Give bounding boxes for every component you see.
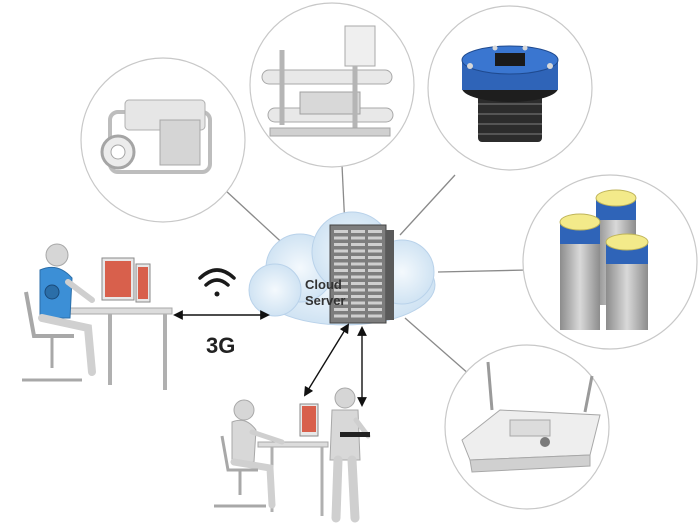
- server-rack-icon: [329, 224, 394, 324]
- rack-slot: [351, 301, 365, 305]
- rack-slot: [334, 256, 348, 259]
- rack-slot: [351, 275, 365, 279]
- rack-slot: [351, 269, 365, 272]
- rack-slot: [351, 288, 365, 292]
- rack-slot: [334, 308, 348, 311]
- connector-cylinders: [437, 269, 529, 273]
- rack-slot: [368, 269, 382, 272]
- rack-slot: [351, 256, 365, 259]
- rack-slot: [368, 301, 382, 305]
- cloud-label-line2: Server: [305, 293, 345, 308]
- rack-slot: [351, 262, 365, 266]
- device-cylinder-sensors[interactable]: [522, 174, 698, 350]
- rack-slot: [334, 301, 348, 305]
- tablet-user-icon: [329, 387, 371, 523]
- cylinder-sensors-icon: [559, 189, 649, 330]
- rack-slot: [334, 262, 348, 266]
- desk-operator-icon: [22, 243, 173, 390]
- rack-slot: [368, 282, 382, 285]
- connector-router: [404, 317, 471, 376]
- pipe-skid-icon: [261, 25, 394, 137]
- rack-slot: [368, 243, 382, 246]
- rack-slot: [351, 295, 365, 298]
- network-label: 3G: [206, 333, 235, 358]
- seated-operator-icon: [214, 399, 329, 516]
- rack-slot: [368, 262, 382, 266]
- sensor-head-icon: [461, 45, 559, 142]
- rack-slot: [351, 243, 365, 246]
- connector-pump: [224, 189, 291, 251]
- rack-slot: [334, 269, 348, 272]
- rack-slot: [368, 256, 382, 259]
- rack-slot: [368, 308, 382, 311]
- rack-slot: [351, 314, 365, 318]
- rack-slot: [334, 282, 348, 285]
- link-cloud-to-seated: [303, 323, 350, 397]
- rack-slot: [351, 249, 365, 253]
- cloud-server[interactable]: Cloud Server: [248, 211, 436, 326]
- rack-slot: [368, 275, 382, 279]
- rack-slot: [368, 288, 382, 292]
- device-sensor-head[interactable]: [427, 5, 593, 171]
- rack-slot: [334, 230, 348, 233]
- rack-slot: [334, 236, 348, 240]
- router-icon: [461, 361, 601, 473]
- device-portable-pump[interactable]: [80, 57, 246, 223]
- rack-slot: [334, 295, 348, 298]
- rack-slot: [351, 282, 365, 285]
- rack-slot: [334, 243, 348, 246]
- connector-sensor: [399, 174, 456, 236]
- rack-slot: [334, 314, 348, 318]
- portable-pump-icon: [100, 99, 212, 174]
- rack-slot: [368, 295, 382, 298]
- rack-slot: [368, 236, 382, 240]
- rack-slot: [368, 249, 382, 253]
- rack-slot: [334, 288, 348, 292]
- device-pipe-skid[interactable]: [249, 2, 415, 168]
- rack-slot: [351, 230, 365, 233]
- device-router[interactable]: [444, 344, 610, 510]
- rack-slot: [334, 249, 348, 253]
- rack-slot: [368, 230, 382, 233]
- cloud-label-line1: Cloud: [305, 277, 342, 292]
- rack-slot: [351, 308, 365, 311]
- rack-slot: [334, 275, 348, 279]
- wifi-icon: [198, 268, 236, 297]
- rack-slot: [351, 236, 365, 240]
- rack-slot: [368, 314, 382, 318]
